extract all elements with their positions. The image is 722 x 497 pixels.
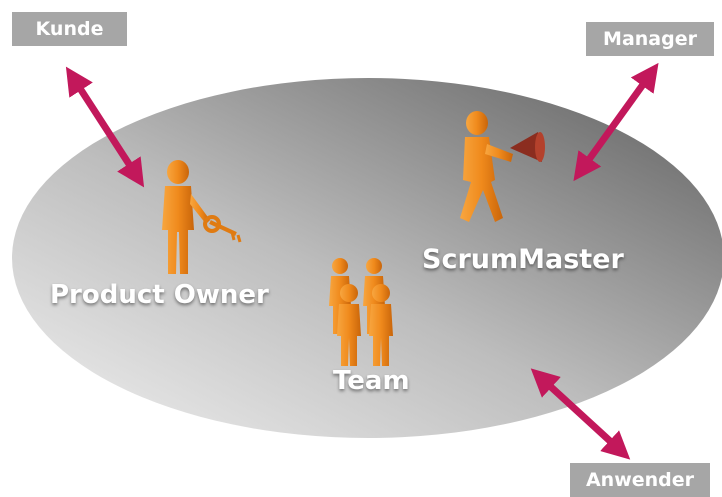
product-owner-label: Product Owner	[50, 280, 269, 310]
megaphone-icon	[510, 132, 545, 162]
key-icon	[203, 215, 242, 243]
arrow-manager	[573, 62, 659, 182]
arrow-anwender	[530, 368, 631, 460]
product-owner-figure	[162, 160, 210, 274]
anwender-label: Anwender	[570, 463, 710, 497]
team-label: Team	[333, 366, 410, 396]
team-figures	[329, 258, 393, 366]
team-ellipse	[12, 78, 722, 438]
scrum-master-figure	[460, 111, 513, 222]
scrum-master-label: ScrumMaster	[422, 244, 624, 275]
arrow-kunde	[65, 66, 145, 188]
manager-label: Manager	[586, 22, 714, 56]
kunde-label: Kunde	[12, 12, 127, 46]
